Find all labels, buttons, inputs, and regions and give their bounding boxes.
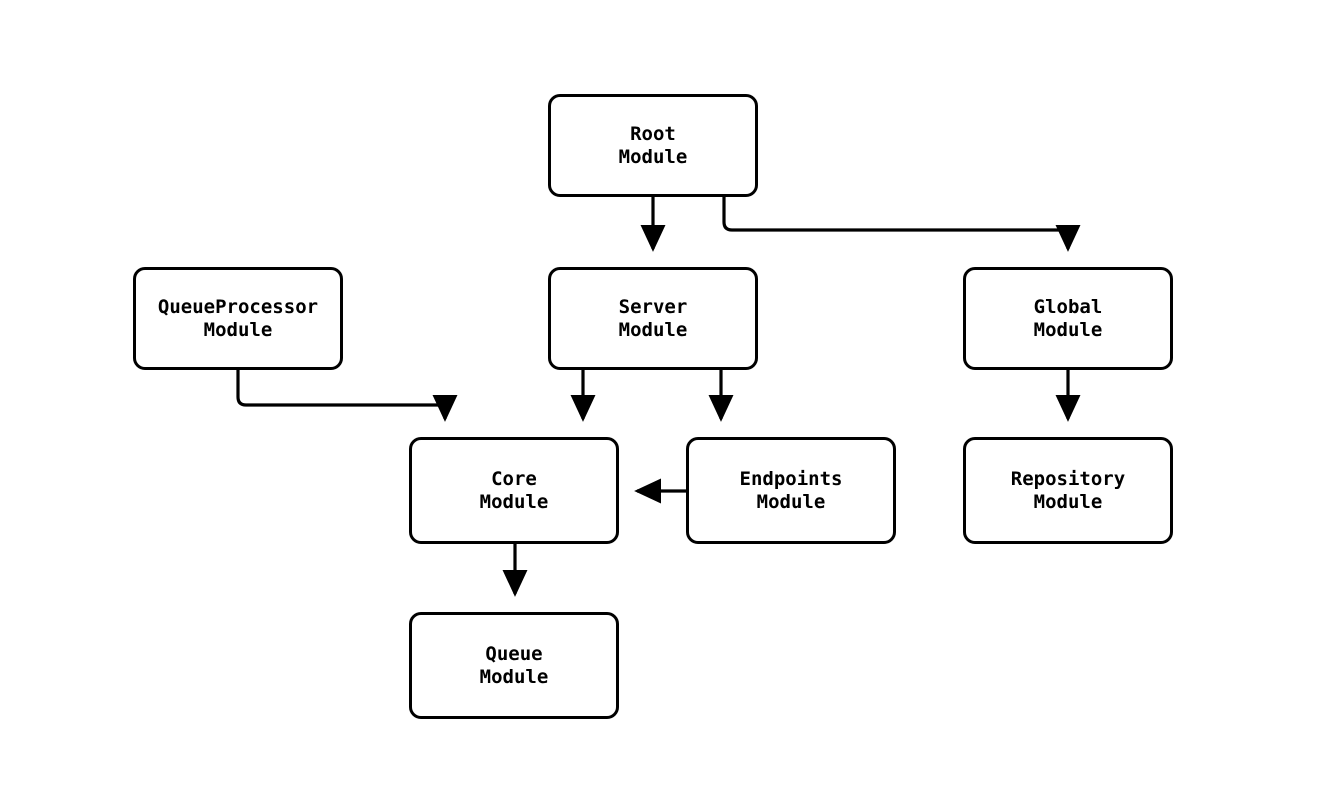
node-queue-module-label: Queue Module <box>479 642 549 688</box>
node-global-module-label: Global Module <box>1033 295 1103 341</box>
node-root-module[interactable]: Root Module <box>548 94 758 197</box>
node-endpoints-module[interactable]: Endpoints Module <box>686 437 896 544</box>
node-repository-module[interactable]: Repository Module <box>963 437 1173 544</box>
node-queueprocessor-module[interactable]: QueueProcessor Module <box>133 267 343 370</box>
node-repository-module-label: Repository Module <box>1010 467 1126 513</box>
edge-queueprocessor-to-core <box>236 370 458 422</box>
node-queue-module[interactable]: Queue Module <box>409 612 619 719</box>
node-core-module[interactable]: Core Module <box>409 437 619 544</box>
node-server-module[interactable]: Server Module <box>548 267 758 370</box>
node-server-module-label: Server Module <box>618 295 688 341</box>
node-global-module[interactable]: Global Module <box>963 267 1173 370</box>
node-core-module-label: Core Module <box>479 467 549 513</box>
edge-root-to-global <box>722 197 1081 252</box>
node-queueprocessor-module-label: QueueProcessor Module <box>157 295 319 341</box>
node-endpoints-module-label: Endpoints Module <box>739 467 843 513</box>
node-root-module-label: Root Module <box>618 122 688 168</box>
